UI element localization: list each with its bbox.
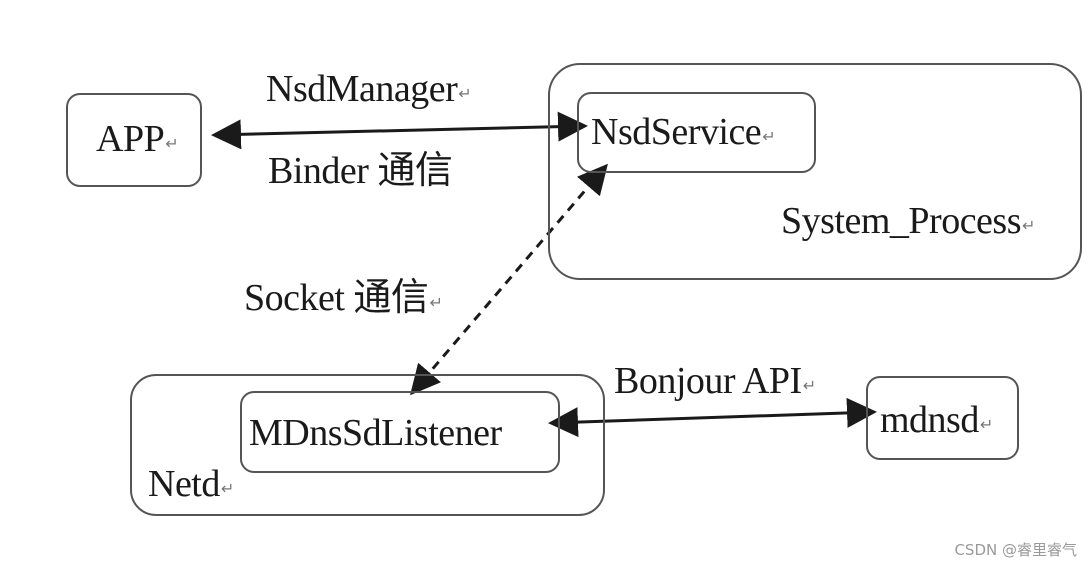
watermark: CSDN @睿里睿气 [954, 541, 1077, 559]
system-process-box [548, 63, 1082, 280]
nsd-manager-text: NsdManager [266, 68, 458, 110]
nsd-service-label: NsdService↵ [591, 111, 776, 153]
system-process-label: System_Process↵ [781, 202, 1035, 240]
bonjour-text: Bonjour API [614, 360, 802, 402]
return-mark-icon: ↵ [165, 134, 179, 153]
return-mark-icon: ↵ [220, 479, 234, 498]
mdns-listener-label: MDnsSdListener [249, 414, 502, 452]
return-mark-icon: ↵ [429, 293, 443, 312]
netd-box [130, 374, 605, 516]
socket-label: Socket 通信↵ [244, 277, 443, 319]
socket-text: Socket 通信 [244, 277, 429, 319]
mdnsd-text: mdnsd [880, 399, 979, 441]
netd-label: Netd↵ [148, 465, 234, 503]
nsd-service-text: NsdService [591, 111, 762, 153]
app-label: APP↵ [96, 118, 179, 160]
nsd-manager-label: NsdManager↵ [266, 68, 472, 110]
app-text: APP [96, 118, 165, 160]
return-mark-icon: ↵ [762, 127, 776, 146]
binder-label: Binder 通信 [268, 150, 453, 192]
socket-arrow [410, 163, 608, 396]
mdnsd-box [866, 376, 1019, 460]
nsd-service-box [577, 92, 816, 173]
return-mark-icon: ↵ [458, 84, 472, 103]
system-process-text: System_Process [781, 200, 1022, 242]
netd-text: Netd [148, 463, 220, 505]
binder-arrow [211, 111, 588, 150]
return-mark-icon: ↵ [979, 415, 993, 434]
bonjour-label: Bonjour API↵ [614, 362, 816, 400]
mdns-listener-box [240, 391, 560, 473]
mdns-listener-text: MDnsSdListener [249, 412, 502, 454]
app-box [66, 93, 202, 187]
return-mark-icon: ↵ [802, 376, 816, 395]
mdnsd-label: mdnsd↵ [880, 401, 993, 439]
return-mark-icon: ↵ [1022, 216, 1035, 235]
binder-text: Binder 通信 [268, 150, 453, 192]
